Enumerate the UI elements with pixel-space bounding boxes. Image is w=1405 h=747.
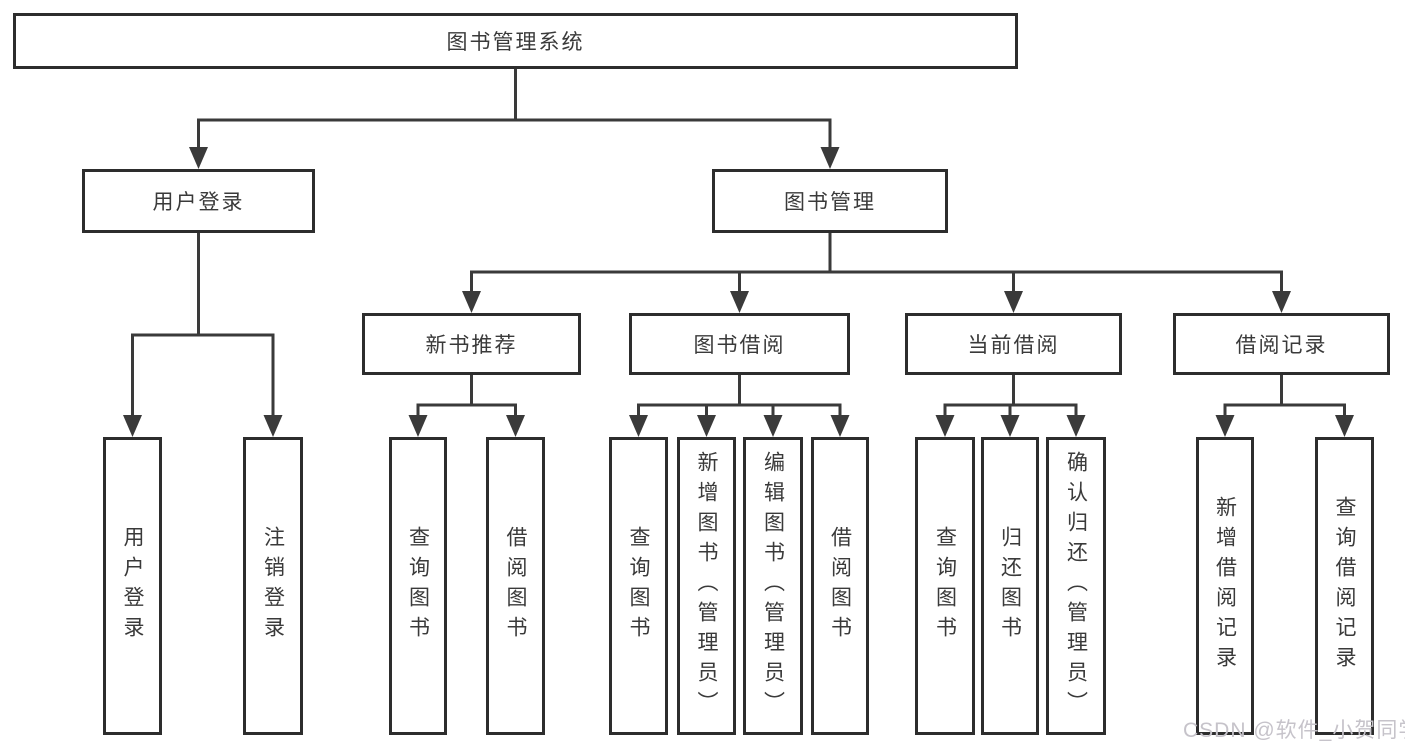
node-label-cb-query: 查询图书 <box>933 526 957 646</box>
node-br-query: 查询借阅记录 <box>1315 437 1374 735</box>
node-bb-add: 新增图书（管理员） <box>677 437 736 735</box>
node-label-cb-confirm: 确认归还（管理员） <box>1064 451 1088 721</box>
node-label-cb-return: 归还图书 <box>998 526 1022 646</box>
node-label-br-query: 查询借阅记录 <box>1333 496 1356 676</box>
node-label-book-borrow: 图书借阅 <box>693 334 786 357</box>
node-label-user-login: 用户登录 <box>152 191 245 214</box>
watermark-text: CSDN @软件_小贺同学 <box>1183 719 1405 742</box>
node-label-br-add: 新增借阅记录 <box>1213 496 1237 676</box>
node-label-rec-borrow: 借阅图书 <box>504 526 527 646</box>
node-label-rec-query: 查询图书 <box>406 526 430 646</box>
node-cb-return: 归还图书 <box>981 437 1039 735</box>
node-login: 用户登录 <box>103 437 162 735</box>
node-user-login: 用户登录 <box>82 169 315 233</box>
node-logout: 注销登录 <box>243 437 303 735</box>
node-label-new-book-rec: 新书推荐 <box>425 334 518 357</box>
node-cb-query: 查询图书 <box>915 437 975 735</box>
node-br-add: 新增借阅记录 <box>1196 437 1254 735</box>
node-cb-confirm: 确认归还（管理员） <box>1046 437 1106 735</box>
node-book-mgmt: 图书管理 <box>712 169 948 233</box>
node-label-bb-add: 新增图书（管理员） <box>695 451 718 721</box>
node-label-logout: 注销登录 <box>261 526 285 646</box>
node-label-bb-query: 查询图书 <box>627 526 650 646</box>
node-rec-query: 查询图书 <box>389 437 447 735</box>
node-bb-borrow: 借阅图书 <box>811 437 869 735</box>
node-root: 图书管理系统 <box>13 13 1018 69</box>
node-label-root: 图书管理系统 <box>446 31 585 54</box>
node-label-book-mgmt: 图书管理 <box>784 191 876 214</box>
node-current-borrow: 当前借阅 <box>905 313 1122 375</box>
node-label-borrow-records: 借阅记录 <box>1235 334 1328 357</box>
node-label-login: 用户登录 <box>121 526 144 646</box>
node-book-borrow: 图书借阅 <box>629 313 850 375</box>
node-rec-borrow: 借阅图书 <box>486 437 545 735</box>
node-new-book-rec: 新书推荐 <box>362 313 581 375</box>
node-label-current-borrow: 当前借阅 <box>967 334 1060 357</box>
node-label-bb-edit: 编辑图书（管理员） <box>761 451 785 721</box>
node-borrow-records: 借阅记录 <box>1173 313 1390 375</box>
node-bb-query: 查询图书 <box>609 437 668 735</box>
node-bb-edit: 编辑图书（管理员） <box>743 437 803 735</box>
node-label-bb-borrow: 借阅图书 <box>828 526 852 646</box>
